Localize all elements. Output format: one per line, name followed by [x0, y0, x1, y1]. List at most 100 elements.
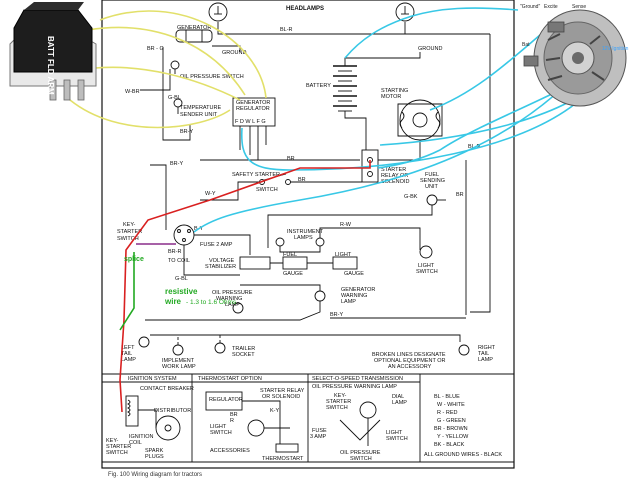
oil-pressure-switch: [170, 60, 180, 74]
dial-lamp-label-2: LAMP: [392, 400, 407, 406]
alternator-12v-label: 12V Ignition: [602, 46, 629, 52]
thermostart-element: [275, 443, 299, 453]
left-tail-lamp: [138, 336, 150, 348]
thermostart-light-switch-label-2: SWITCH: [210, 430, 232, 436]
alternator-excite-label: Excite: [544, 4, 558, 10]
overlay-cyan-wires: [193, 7, 601, 233]
right-tail-label-3: LAMP: [478, 357, 493, 363]
wire-label-br-y-left: BR-Y: [170, 161, 183, 167]
key-starter-label-1: KEY-: [123, 222, 136, 228]
alternator-bat-label: Bat: [522, 42, 530, 48]
gen-warning-label-3: LAMP: [341, 299, 356, 305]
wire-label-br-right: BR: [456, 192, 464, 198]
spark-plugs-label-1: SPARK: [145, 448, 164, 454]
wire-label-br-mid: BR: [287, 156, 295, 162]
light-switch-label-2: SWITCH: [416, 269, 438, 275]
wire-label-br-y-lower: BR-Y: [330, 312, 343, 318]
sos-key-label-1: KEY-: [334, 393, 347, 399]
generator-label: GENERATOR: [177, 25, 211, 31]
legend-red: R - RED: [437, 410, 458, 416]
sos-title: SELECT-O-SPEED TRANSMISSION: [312, 376, 403, 382]
fuel-sending-label-2: SENDING: [420, 178, 445, 184]
starter-relay-label-2: RELAY OR: [381, 173, 408, 179]
headlamp-right: [395, 2, 415, 22]
thermostart-wire-ky: K-Y: [270, 408, 280, 414]
oil-warning-label-1: OIL PRESSURE: [212, 290, 253, 296]
gen-warning-label-1: GENERATOR: [341, 287, 375, 293]
wire-color-legend: BL - BLUE W - WHITE R - RED G - GREEN BR…: [424, 394, 502, 458]
sos-key-label-2: STARTER: [326, 399, 351, 405]
left-tail-label-1: LEFT: [121, 345, 135, 351]
key-starter-label-3: SWITCH: [117, 236, 139, 242]
thermostart-wire-br: BR: [230, 412, 238, 418]
wire-label-br-y-upper: BR-Y: [180, 129, 193, 135]
left-tail-label-3: LAMP: [121, 357, 136, 363]
legend-brown: BR - BROWN: [434, 426, 468, 432]
fuel-gauge-label-1: FUEL: [283, 252, 297, 258]
legend-white: W - WHITE: [437, 402, 465, 408]
instrument-lamps-label-2: LAMPS: [294, 235, 313, 241]
light-gauge-label-1: LIGHT: [335, 252, 352, 258]
right-tail-label-1: RIGHT: [478, 345, 496, 351]
safety-starter-label-1: SAFETY STARTER: [232, 172, 280, 178]
to-coil-label: TO COIL: [168, 258, 190, 264]
generator-regulator-label-1: GENERATOR: [236, 100, 270, 106]
broken-lines-label-2: OPTIONAL EQUIPMENT OR: [374, 358, 446, 364]
legend-blue: BL - BLUE: [434, 394, 460, 400]
fuse-2amp-label: FUSE 2 AMP: [200, 242, 233, 248]
temperature-sender-unit: [173, 98, 183, 114]
light-switch-label-1: LIGHT: [418, 263, 435, 269]
wire-label-g-bl-lower: G-BL: [175, 276, 188, 282]
broken-lines-label-1: BROKEN LINES DESIGNATE: [372, 352, 446, 358]
fuel-gauge-label-2: GAUGE: [283, 271, 303, 277]
generator-regulator-label-2: REGULATOR: [236, 106, 270, 112]
ground-label-top: GROUND: [418, 46, 442, 52]
fuse-3amp-label-1: FUSE: [312, 428, 327, 434]
sos-light-switch-label-1: LIGHT: [386, 430, 403, 436]
accessories-label: ACCESSORIES: [210, 448, 250, 454]
legend-ground: ALL GROUND WIRES - BLACK: [424, 452, 502, 458]
implement-label-1: IMPLEMENT: [162, 358, 195, 364]
overlay-red-wire: [119, 160, 371, 413]
ign-key-starter-label-1: KEY-: [106, 438, 119, 444]
wire-label-w-y: W-Y: [205, 191, 216, 197]
thermostart-regulator-label: REGULATOR: [209, 397, 243, 403]
key-starter-label-2: STARTER: [117, 229, 142, 235]
starter-relay-opt-label-2: OR SOLENOID: [262, 394, 300, 400]
temperature-sender-label-1: TEMPERATURE: [180, 105, 221, 111]
sos-key-label-3: SWITCH: [326, 405, 348, 411]
overlay-yellow-wires: [69, 10, 267, 129]
ignition-coil: [125, 395, 139, 427]
sos-oil-switch-label-1: OIL PRESSURE: [340, 450, 381, 456]
voltage-stabilizer-label-2: STABILIZER: [205, 264, 236, 270]
alternator: [523, 9, 627, 107]
wire-label-w-br: W-BR: [125, 89, 140, 95]
resistive-annotation: resistive: [165, 287, 198, 296]
diagram-frame: [101, 0, 515, 469]
safety-starter-label-2: SWITCH: [256, 187, 278, 193]
ohms-annotation: - 1.3 to 1.6 Ohms: [186, 299, 237, 306]
ign-key-starter-label-2: STARTER: [106, 444, 131, 450]
ignition-coil-label-2: COIL: [129, 440, 142, 446]
gen-warning-label-2: WARNING: [341, 293, 367, 299]
wire-label-br-center: BR: [298, 177, 306, 183]
ign-key-starter-label-3: SWITCH: [106, 450, 128, 456]
overlay-green-wire: [119, 252, 135, 331]
oil-warning-label-3: LAMP: [225, 302, 240, 308]
alternator-sense-label: Sense: [572, 4, 586, 10]
starting-motor-label-1: STARTING: [381, 88, 408, 94]
contact-breaker-label: CONTACT BREAKER: [140, 386, 194, 392]
light-switch: [419, 245, 433, 259]
implement-label-2: WORK LAMP: [162, 364, 196, 370]
fuel-sending-label-1: FUEL: [425, 172, 439, 178]
light-gauge-label-2: GAUGE: [344, 271, 364, 277]
ignition-system-title: IGNITION SYSTEM: [128, 376, 177, 382]
wire-label-r-w: R-W: [340, 222, 352, 228]
left-tail-label-2: TAIL: [121, 351, 132, 357]
oil-pressure-warning-lamp: [232, 302, 244, 314]
wire-label-g-bl: G-BL: [168, 95, 181, 101]
starter-relay-label-3: SOLENOID: [381, 179, 409, 185]
thermostart-wire-r: R: [230, 418, 234, 424]
splice-annotation: splice: [124, 256, 144, 263]
